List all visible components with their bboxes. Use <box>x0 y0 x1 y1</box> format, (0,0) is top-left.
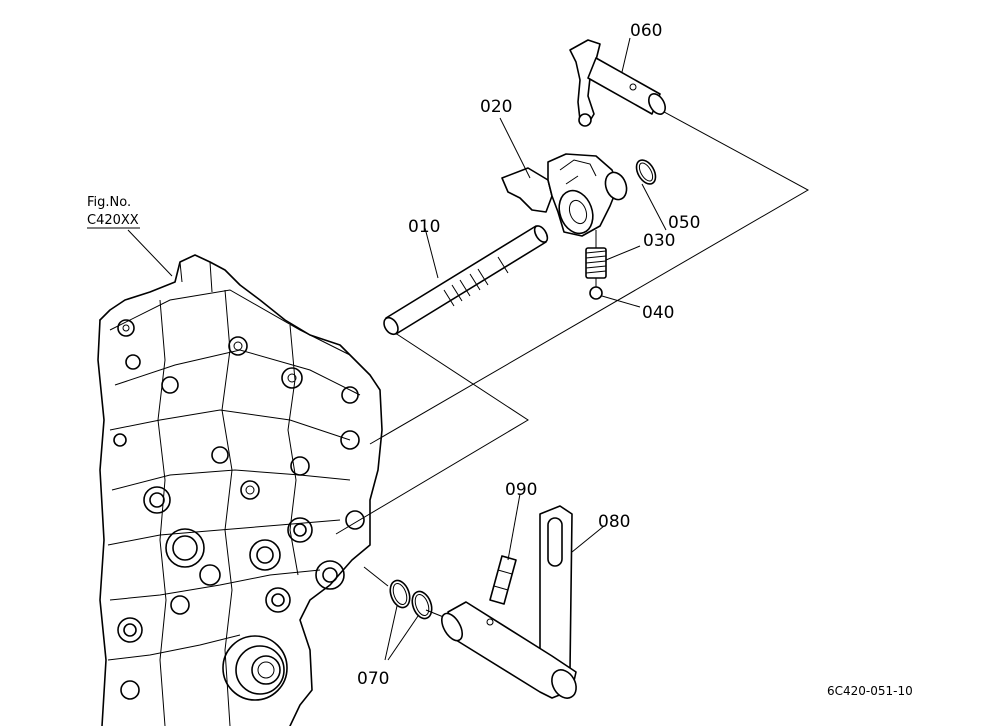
snap-ring-050 <box>635 159 657 185</box>
label-070: 070 <box>357 669 389 689</box>
label-090: 090 <box>505 480 537 500</box>
fig-no-label: Fig.No. <box>87 195 131 210</box>
ball-040 <box>589 286 603 300</box>
label-080: 080 <box>598 512 630 532</box>
spring-030 <box>585 247 607 279</box>
diagram-code: 6C420-051-10 <box>827 684 913 698</box>
figure-reference: Fig.No. C420XX <box>87 195 140 229</box>
housing-bosses <box>113 319 365 701</box>
shift-fork-020 <box>501 153 628 237</box>
label-060: 060 <box>630 21 662 41</box>
pin-090 <box>489 555 517 605</box>
shift-arm-060 <box>569 39 666 127</box>
shift-lever-080 <box>440 505 577 699</box>
shift-shaft-010 <box>383 225 549 336</box>
transmission-housing <box>97 254 383 726</box>
leader-lines <box>127 37 667 661</box>
label-020: 020 <box>480 97 512 117</box>
label-040: 040 <box>642 303 674 323</box>
label-050: 050 <box>668 213 700 233</box>
o-rings-070 <box>389 579 433 620</box>
label-010: 010 <box>408 217 440 237</box>
fig-no-value: C420XX <box>87 213 139 228</box>
label-030: 030 <box>643 231 675 251</box>
